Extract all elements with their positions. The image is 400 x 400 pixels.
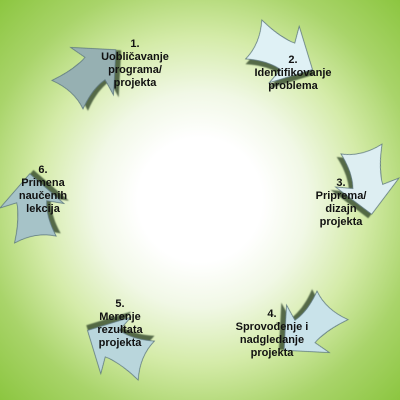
cycle-arrow-3 bbox=[283, 290, 350, 354]
step-1-line-2: programa/ bbox=[108, 64, 162, 76]
step-3-line-2: dizajn bbox=[325, 203, 357, 215]
step-6-line-3: lekcija bbox=[26, 203, 60, 215]
step-3-label: 3. Priprema/ dizajn projekta bbox=[286, 177, 396, 229]
step-1-line-3: projekta bbox=[113, 77, 157, 89]
step-5-line-3: projekta bbox=[98, 337, 142, 349]
step-4-line-2: nadgledanje bbox=[239, 334, 305, 346]
cycle-arrow-6 bbox=[50, 46, 117, 110]
cycle-arrow-2 bbox=[334, 143, 400, 215]
step-4-label: 4. Sprovođenje i nadgledanje projekta bbox=[217, 308, 327, 360]
step-2-line-1: Identifikovanje bbox=[254, 67, 332, 79]
step-5-number: 5. bbox=[115, 298, 125, 310]
step-2-number: 2. bbox=[288, 54, 298, 66]
step-2-line-2: problema bbox=[268, 80, 318, 92]
step-6-label: 6. Primena naučenih lekcija bbox=[0, 164, 98, 216]
cycle-arrow-4 bbox=[87, 316, 156, 381]
step-3-number: 3. bbox=[336, 177, 346, 189]
cycle-arrow-5 bbox=[0, 173, 66, 244]
step-3-line-1: Priprema/ bbox=[315, 190, 367, 202]
step-1-label: 1. Uobličavanje programa/ projekta bbox=[80, 38, 190, 90]
step-5-label: 5. Merenje rezultata projekta bbox=[65, 298, 175, 350]
step-1-number: 1. bbox=[130, 38, 140, 50]
step-3-line-3: projekta bbox=[319, 216, 363, 228]
step-5-line-2: rezultata bbox=[97, 324, 143, 336]
step-6-line-1: Primena bbox=[21, 177, 65, 189]
step-4-line-1: Sprovođenje i bbox=[235, 321, 309, 333]
step-4-number: 4. bbox=[267, 308, 277, 320]
step-1-line-1: Uobličavanje bbox=[101, 51, 169, 63]
cycle-arrow-1 bbox=[244, 19, 313, 84]
step-6-number: 6. bbox=[38, 164, 48, 176]
step-6-line-2: naučenih bbox=[18, 190, 68, 202]
step-2-label: 2. Identifikovanje problema bbox=[238, 54, 348, 93]
step-4-line-3: projekta bbox=[250, 347, 294, 359]
step-5-line-1: Merenje bbox=[99, 311, 141, 323]
